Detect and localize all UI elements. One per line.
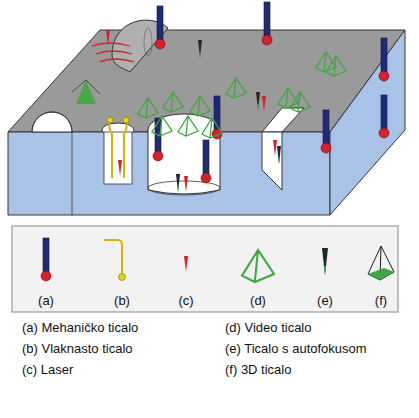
- legend-text: (e) Ticalo s autofokusom: [225, 341, 367, 356]
- symbol-label: (b): [114, 293, 130, 308]
- symbol-label: (f): [375, 293, 387, 308]
- legend-text: (f) 3D ticalo: [225, 362, 291, 377]
- legend-text: (c) Laser: [22, 362, 73, 377]
- legend-text: (a) Mehaničko ticalo: [22, 320, 138, 335]
- legend-text: (d) Video ticalo: [225, 320, 311, 335]
- symbol-label: (e): [317, 293, 333, 308]
- symbol-label: (a): [38, 293, 54, 308]
- symbol-label: (d): [250, 293, 266, 308]
- legend-text: (b) Vlaknasto ticalo: [22, 341, 133, 356]
- symbol-label: (c): [178, 293, 193, 308]
